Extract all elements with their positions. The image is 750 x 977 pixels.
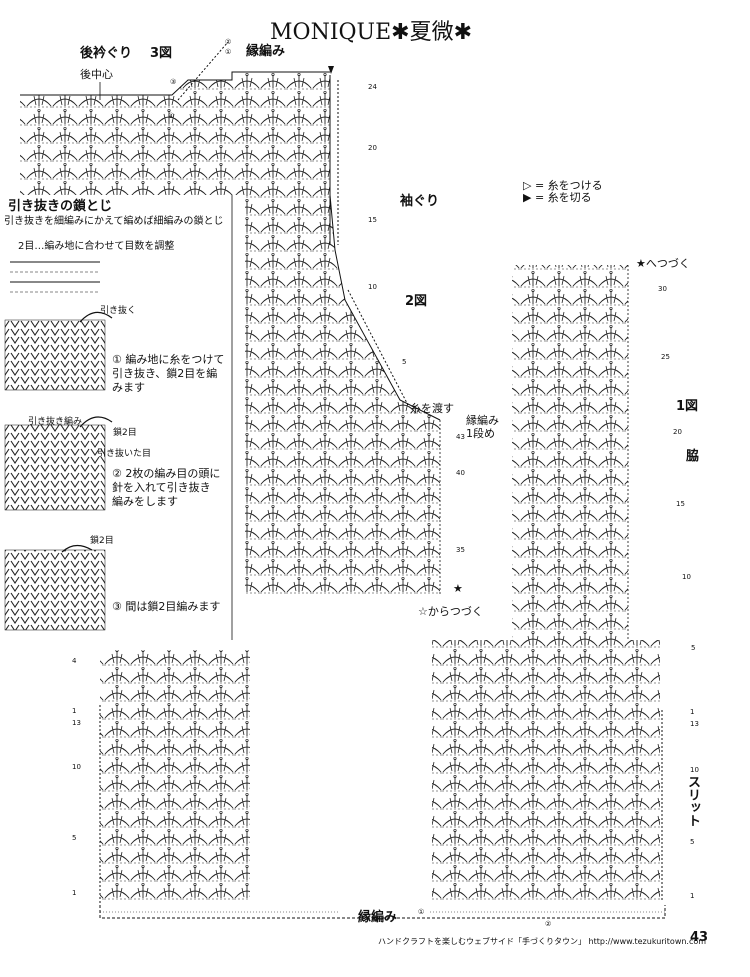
pass-yarn-label: 糸を渡す: [410, 402, 454, 415]
lower-left-chart: [99, 650, 250, 905]
fig2-row-43: 43: [456, 433, 465, 441]
fig3-marker-1: ①: [225, 48, 232, 56]
fig3-row-15: 15: [368, 216, 377, 224]
fig2-row-40: 40: [456, 469, 465, 477]
fig3-marker-4: ④: [168, 112, 175, 120]
fig2-number: 2図: [405, 294, 428, 309]
fig3-row-24: 24: [368, 83, 377, 91]
step1-text: ① 編み地に糸をつけて 引き抜き、鎖2目を編 みます: [112, 353, 225, 394]
page-title: MONIQUE✱夏微✱: [270, 20, 473, 45]
step2-text: ② 2枚の編み目の頭に 針を入れて引き抜き 編みをします: [112, 467, 221, 508]
bottom-marker-2: ②: [545, 920, 552, 928]
bottom-marker-1: ①: [418, 908, 425, 916]
fig3-number: 3図: [150, 46, 173, 61]
technique-note: 2目…編み地に合わせて目数を調整: [18, 241, 175, 252]
left-row-4: 4: [72, 657, 77, 665]
left-row-1b: 1: [72, 889, 77, 897]
fig1-row-30: 30: [658, 285, 667, 293]
fig1-row-15: 15: [676, 500, 685, 508]
legend-attach: ▷ = 糸をつける: [523, 179, 603, 192]
chain2-label: 鎖2目: [113, 428, 137, 438]
fig3-row-10: 10: [368, 283, 377, 291]
footer-credit: ハンドクラフトを楽しむウェブサイド「手づくりタウン」 http://www.te…: [378, 937, 707, 946]
right-row-5: 5: [690, 838, 695, 846]
left-row-1a: 1: [72, 707, 77, 715]
slit-label: スリット: [685, 775, 700, 827]
fig2-row-5: 5: [402, 358, 407, 366]
fig1-row-10: 10: [682, 573, 691, 581]
technique-title: 引き抜きの鎖とじ: [8, 199, 113, 214]
technique-subtitle: 引き抜きを細編みにかえて編めば細編みの鎖とじ: [4, 216, 224, 227]
pull-label: 引き抜く: [100, 306, 137, 316]
armhole-label: 袖ぐり: [400, 194, 440, 209]
fig2-row-35: 35: [456, 546, 465, 554]
fig3-edging-label: 縁編み: [246, 44, 286, 59]
technique-illustrations: [4, 261, 113, 631]
right-row-13: 13: [690, 720, 699, 728]
page-number: 43: [690, 930, 709, 945]
pulled-label: 引き抜いた目: [97, 449, 152, 459]
right-row-1a: 1: [690, 708, 695, 716]
continue-from-label: ☆からつづく: [418, 605, 483, 618]
continue-to-label: ★へつづく: [636, 257, 690, 270]
fig2-star: ★: [453, 582, 463, 595]
bottom-edging: [99, 905, 666, 919]
step3-text: ③ 間は鎖2目編みます: [112, 600, 221, 613]
chain2b-label: 鎖2目: [90, 536, 114, 546]
bottom-edging-label: 縁編み: [358, 910, 398, 925]
fig1-row-5: 5: [691, 644, 696, 652]
fig3-chart: [20, 41, 339, 245]
fig3-marker-2: ②: [225, 38, 232, 46]
slip-label: 引き抜き編み: [28, 417, 83, 427]
left-row-10: 10: [72, 763, 81, 771]
edging-row1-label: 縁編み 1段め: [466, 414, 499, 440]
legend-cut: ▶ = 糸を切る: [523, 191, 592, 204]
fig1-row-25: 25: [661, 353, 670, 361]
left-row-5: 5: [72, 834, 77, 842]
fig2-chart: [231, 194, 441, 640]
fig3-row-20: 20: [368, 144, 377, 152]
fig1-number: 1図: [676, 399, 699, 414]
fig1-chart: [432, 265, 663, 900]
fig3-marker-3: ③: [170, 78, 177, 86]
right-row-10: 10: [690, 766, 699, 774]
right-row-1b: 1: [690, 892, 695, 900]
back-center-label: 後中心: [80, 68, 113, 81]
fig1-row-20: 20: [673, 428, 682, 436]
fig3-title: 後衿ぐり: [80, 46, 133, 61]
left-row-13: 13: [72, 719, 81, 727]
side-label: 脇: [686, 449, 700, 464]
